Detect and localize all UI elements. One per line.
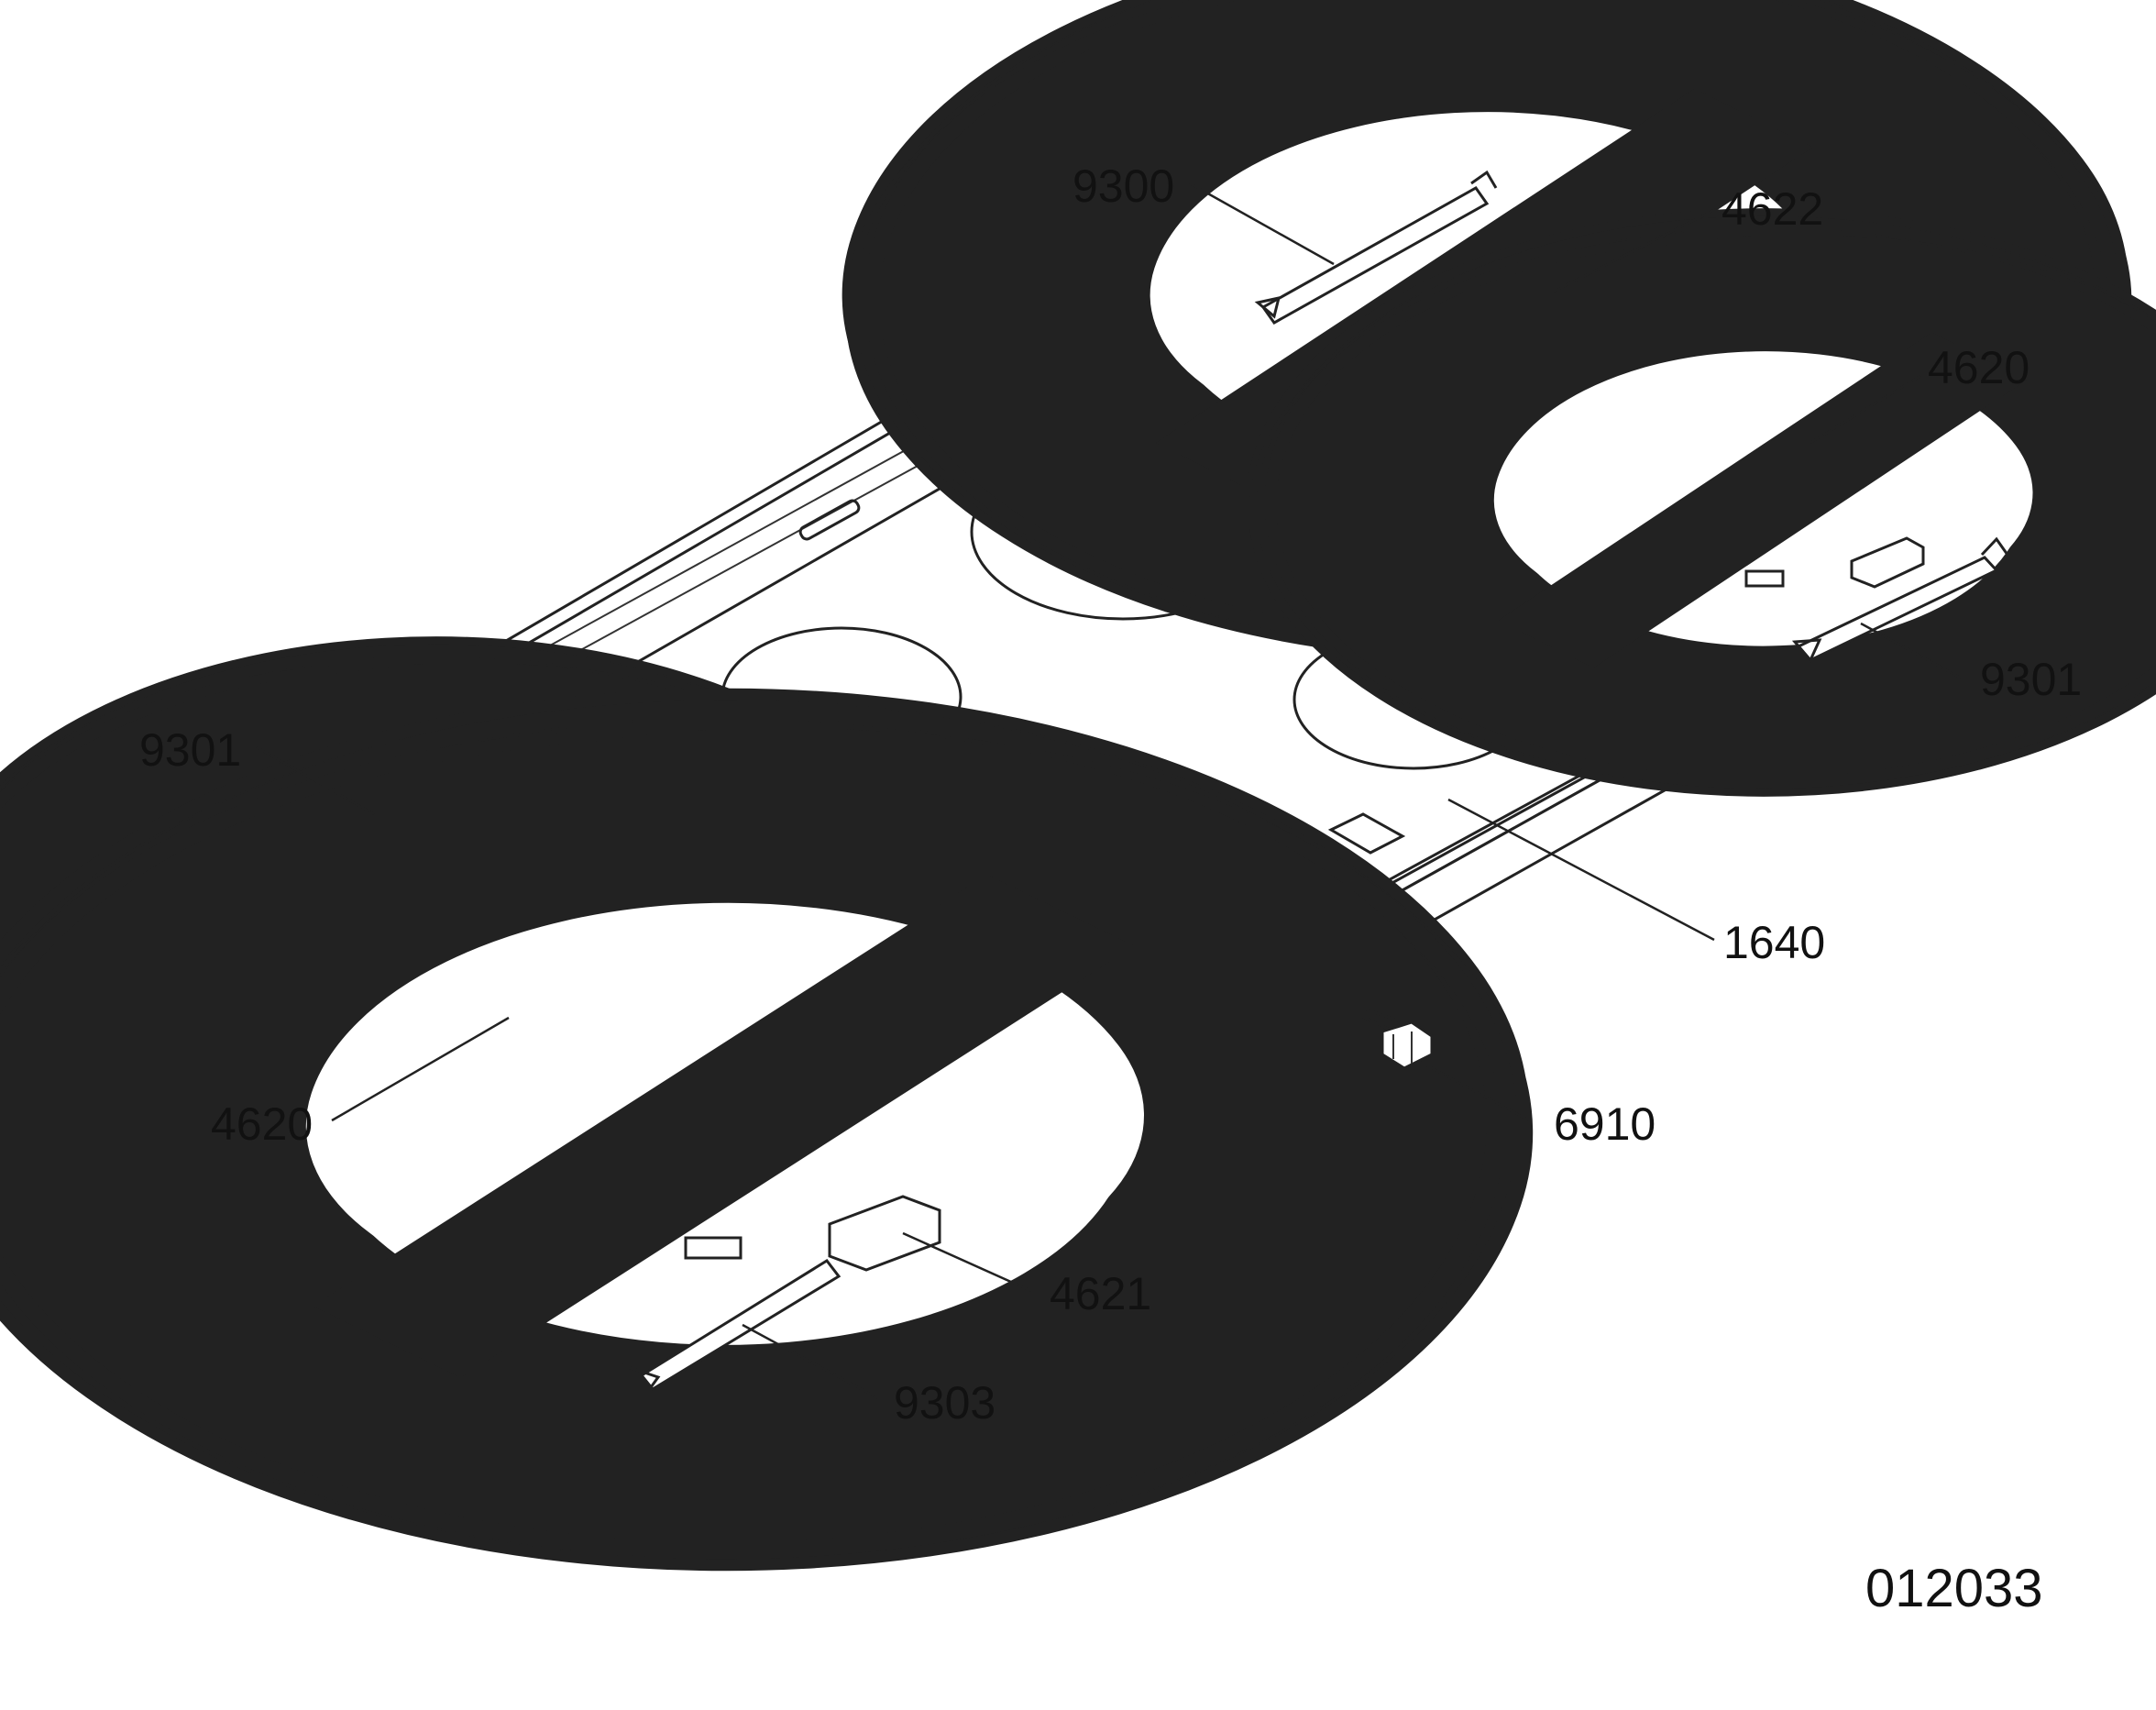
drawing-number: 012033 [1865,1559,2043,1618]
label-6910: 6910 [1554,1098,1656,1150]
burner-4620-right [1653,432,2008,660]
label-9303: 9303 [894,1377,996,1429]
label-4620-left: 4620 [211,1098,313,1150]
label-1640: 1640 [1723,917,1825,968]
label-4622: 4622 [1722,183,1823,235]
label-9301-right: 9301 [1980,654,2082,705]
label-4620-right: 4620 [1928,342,2030,393]
hot-surface-indicator [1327,812,1406,855]
label-4621: 4621 [1050,1268,1151,1319]
leader-lines [256,182,1963,1400]
burner-4621 [557,1025,940,1394]
label-9301-left: 9301 [139,724,241,776]
wire-connector-6910 [1360,1007,1434,1070]
label-9300: 9300 [1072,160,1174,212]
